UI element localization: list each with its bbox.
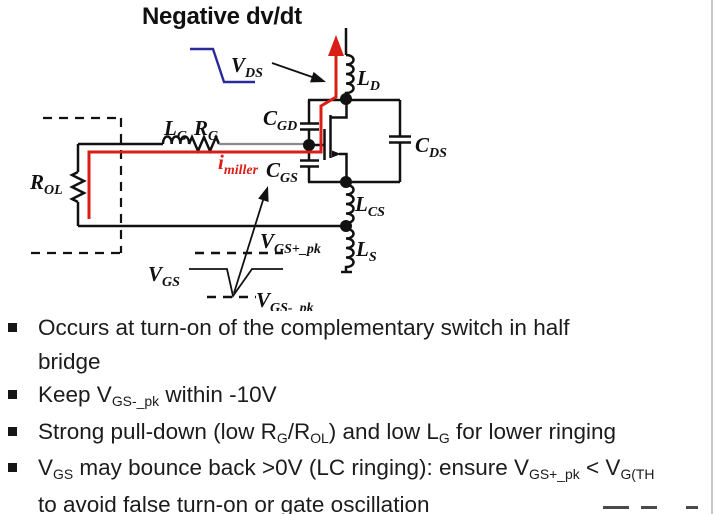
mosfet-symbol [309,100,348,182]
cgs-label: CGS [266,158,298,186]
slide-title: Negative dv/dt [142,3,302,30]
bullet-marker [8,426,17,436]
ld-label: LD [356,66,380,94]
rol-resistor [69,170,87,204]
bullet-item: VGS may bounce back >0V (LC ringing): en… [0,451,715,514]
bullet-line: Occurs at turn-on of the complementary s… [38,315,570,340]
bullet-text: Keep VGS-_pk within -10V [38,378,277,415]
miller-current-path [87,35,344,219]
switch-network-wires [307,98,402,184]
vds-annotation-arrow [271,62,326,83]
bullet-item: Occurs at turn-on of the complementary s… [0,311,715,378]
bullet-line: Strong pull-down (low RG/ROL) and low LG… [38,418,617,446]
junction-dot [303,139,315,151]
bullet-item: Strong pull-down (low RG/ROL) and low LG… [0,415,715,452]
junction-dot [340,176,352,188]
lg-label: LG [163,116,187,144]
vgs-label: VGS [148,262,180,290]
right-edge-line [711,0,713,514]
cds-capacitor [389,135,411,144]
rg-resistor [187,133,221,155]
lcs-label: LCS [354,192,385,220]
lcs-inductor [344,183,355,226]
vds-waveform [190,47,255,84]
circuit-diagram: VDS LD CGD CDS LG RG ROL imiller CGS LCS… [29,28,447,311]
vgs-neg-pk-label: VGS-_pk [256,288,314,311]
cgd-label: CGD [263,106,297,134]
bullet-marker [8,323,17,332]
gate-loop-wires [76,142,346,228]
bullet-line: Keep VGS-_pk within -10V [38,382,277,409]
cgd-capacitor [300,122,319,131]
junction-dot [340,93,352,105]
cds-label: CDS [415,133,447,161]
bullet-text: VGS may bounce back >0V (LC ringing): en… [38,451,655,514]
ld-inductor [344,53,355,99]
ls-inductor [341,227,355,274]
vgs-pos-pk-label: VGS+_pk [260,229,321,257]
bullet-marker [8,463,17,472]
imiller-label: imiller [218,150,259,178]
current-arrowhead-icon [328,35,344,56]
junction-dot [340,220,352,232]
bullet-text: Strong pull-down (low RG/ROL) and low LG… [38,415,616,452]
vgs-waveform [189,268,283,299]
rg-label: RG [193,116,218,144]
driver-dashed-box [31,116,123,255]
vds-label: VDS [231,53,263,81]
rol-label: ROL [29,170,63,198]
bullet-marker [8,390,17,399]
vgs-annotation-arrow [233,186,269,294]
bullet-item: Keep VGS-_pk within -10V [0,378,715,415]
lg-inductor [161,135,191,145]
bullet-line: VGS may bounce back >0V (LC ringing): en… [38,455,655,482]
ls-label: LS [355,237,377,265]
cgs-capacitor [300,159,319,168]
bullet-line: to avoid false turn-on or gate oscillati… [38,491,430,514]
bullet-text: Occurs at turn-on of the complementary s… [38,311,569,378]
bullet-list: Occurs at turn-on of the complementary s… [0,311,715,514]
bullet-line: bridge [38,348,101,374]
